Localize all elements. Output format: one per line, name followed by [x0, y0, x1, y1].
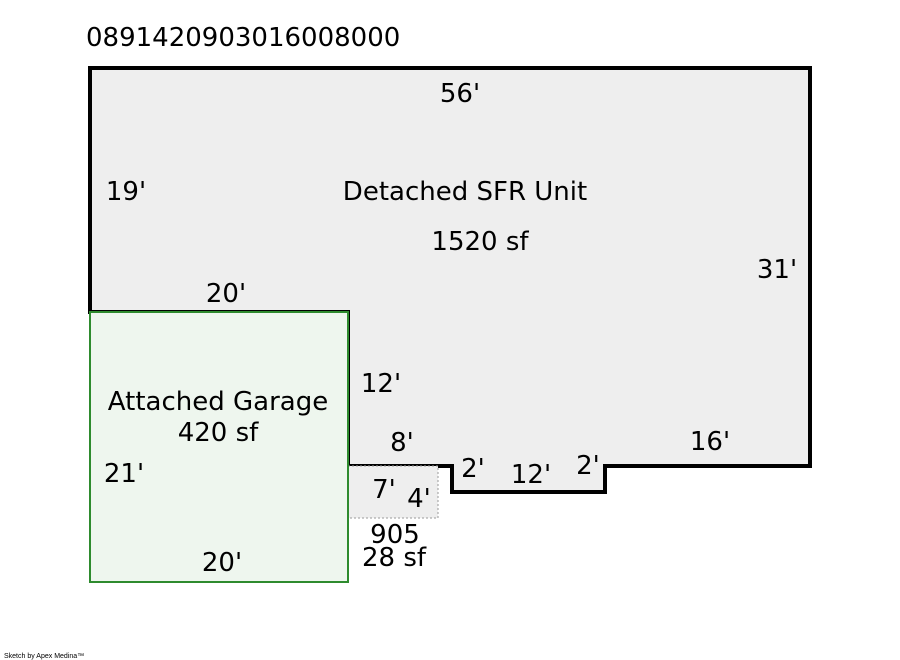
- sfr-name: Detached SFR Unit: [343, 177, 587, 207]
- patio-code: 905: [370, 520, 420, 550]
- dim-patio-height: 4': [407, 484, 431, 514]
- dim-sfr-notch-left: 2': [461, 454, 485, 484]
- footer-credit: Sketch by Apex Medina™: [4, 653, 84, 660]
- dim-sfr-bottom-right: 16': [690, 427, 730, 457]
- dim-sfr-top: 56': [440, 79, 480, 109]
- parcel-id: 0891420903016008000: [86, 23, 400, 53]
- garage-outline: [89, 311, 349, 583]
- dim-sfr-inner-left-top: 20': [206, 279, 246, 309]
- dim-patio-width: 7': [372, 475, 396, 505]
- patio-area: 28 sf: [362, 543, 427, 573]
- dim-sfr-notch-right: 2': [576, 451, 600, 481]
- dim-sfr-left: 19': [106, 177, 146, 207]
- garage-area: 420 sf: [178, 418, 259, 448]
- dim-garage-left: 21': [104, 459, 144, 489]
- dim-sfr-inner-vertical: 12': [361, 369, 401, 399]
- sfr-area: 1520 sf: [431, 227, 529, 257]
- garage-name: Attached Garage: [108, 387, 328, 417]
- dim-sfr-notch-bottom: 12': [511, 460, 551, 490]
- dim-garage-bottom: 20': [202, 548, 242, 578]
- dim-sfr-inner-bottom: 8': [390, 428, 414, 458]
- dim-sfr-right: 31': [757, 255, 797, 285]
